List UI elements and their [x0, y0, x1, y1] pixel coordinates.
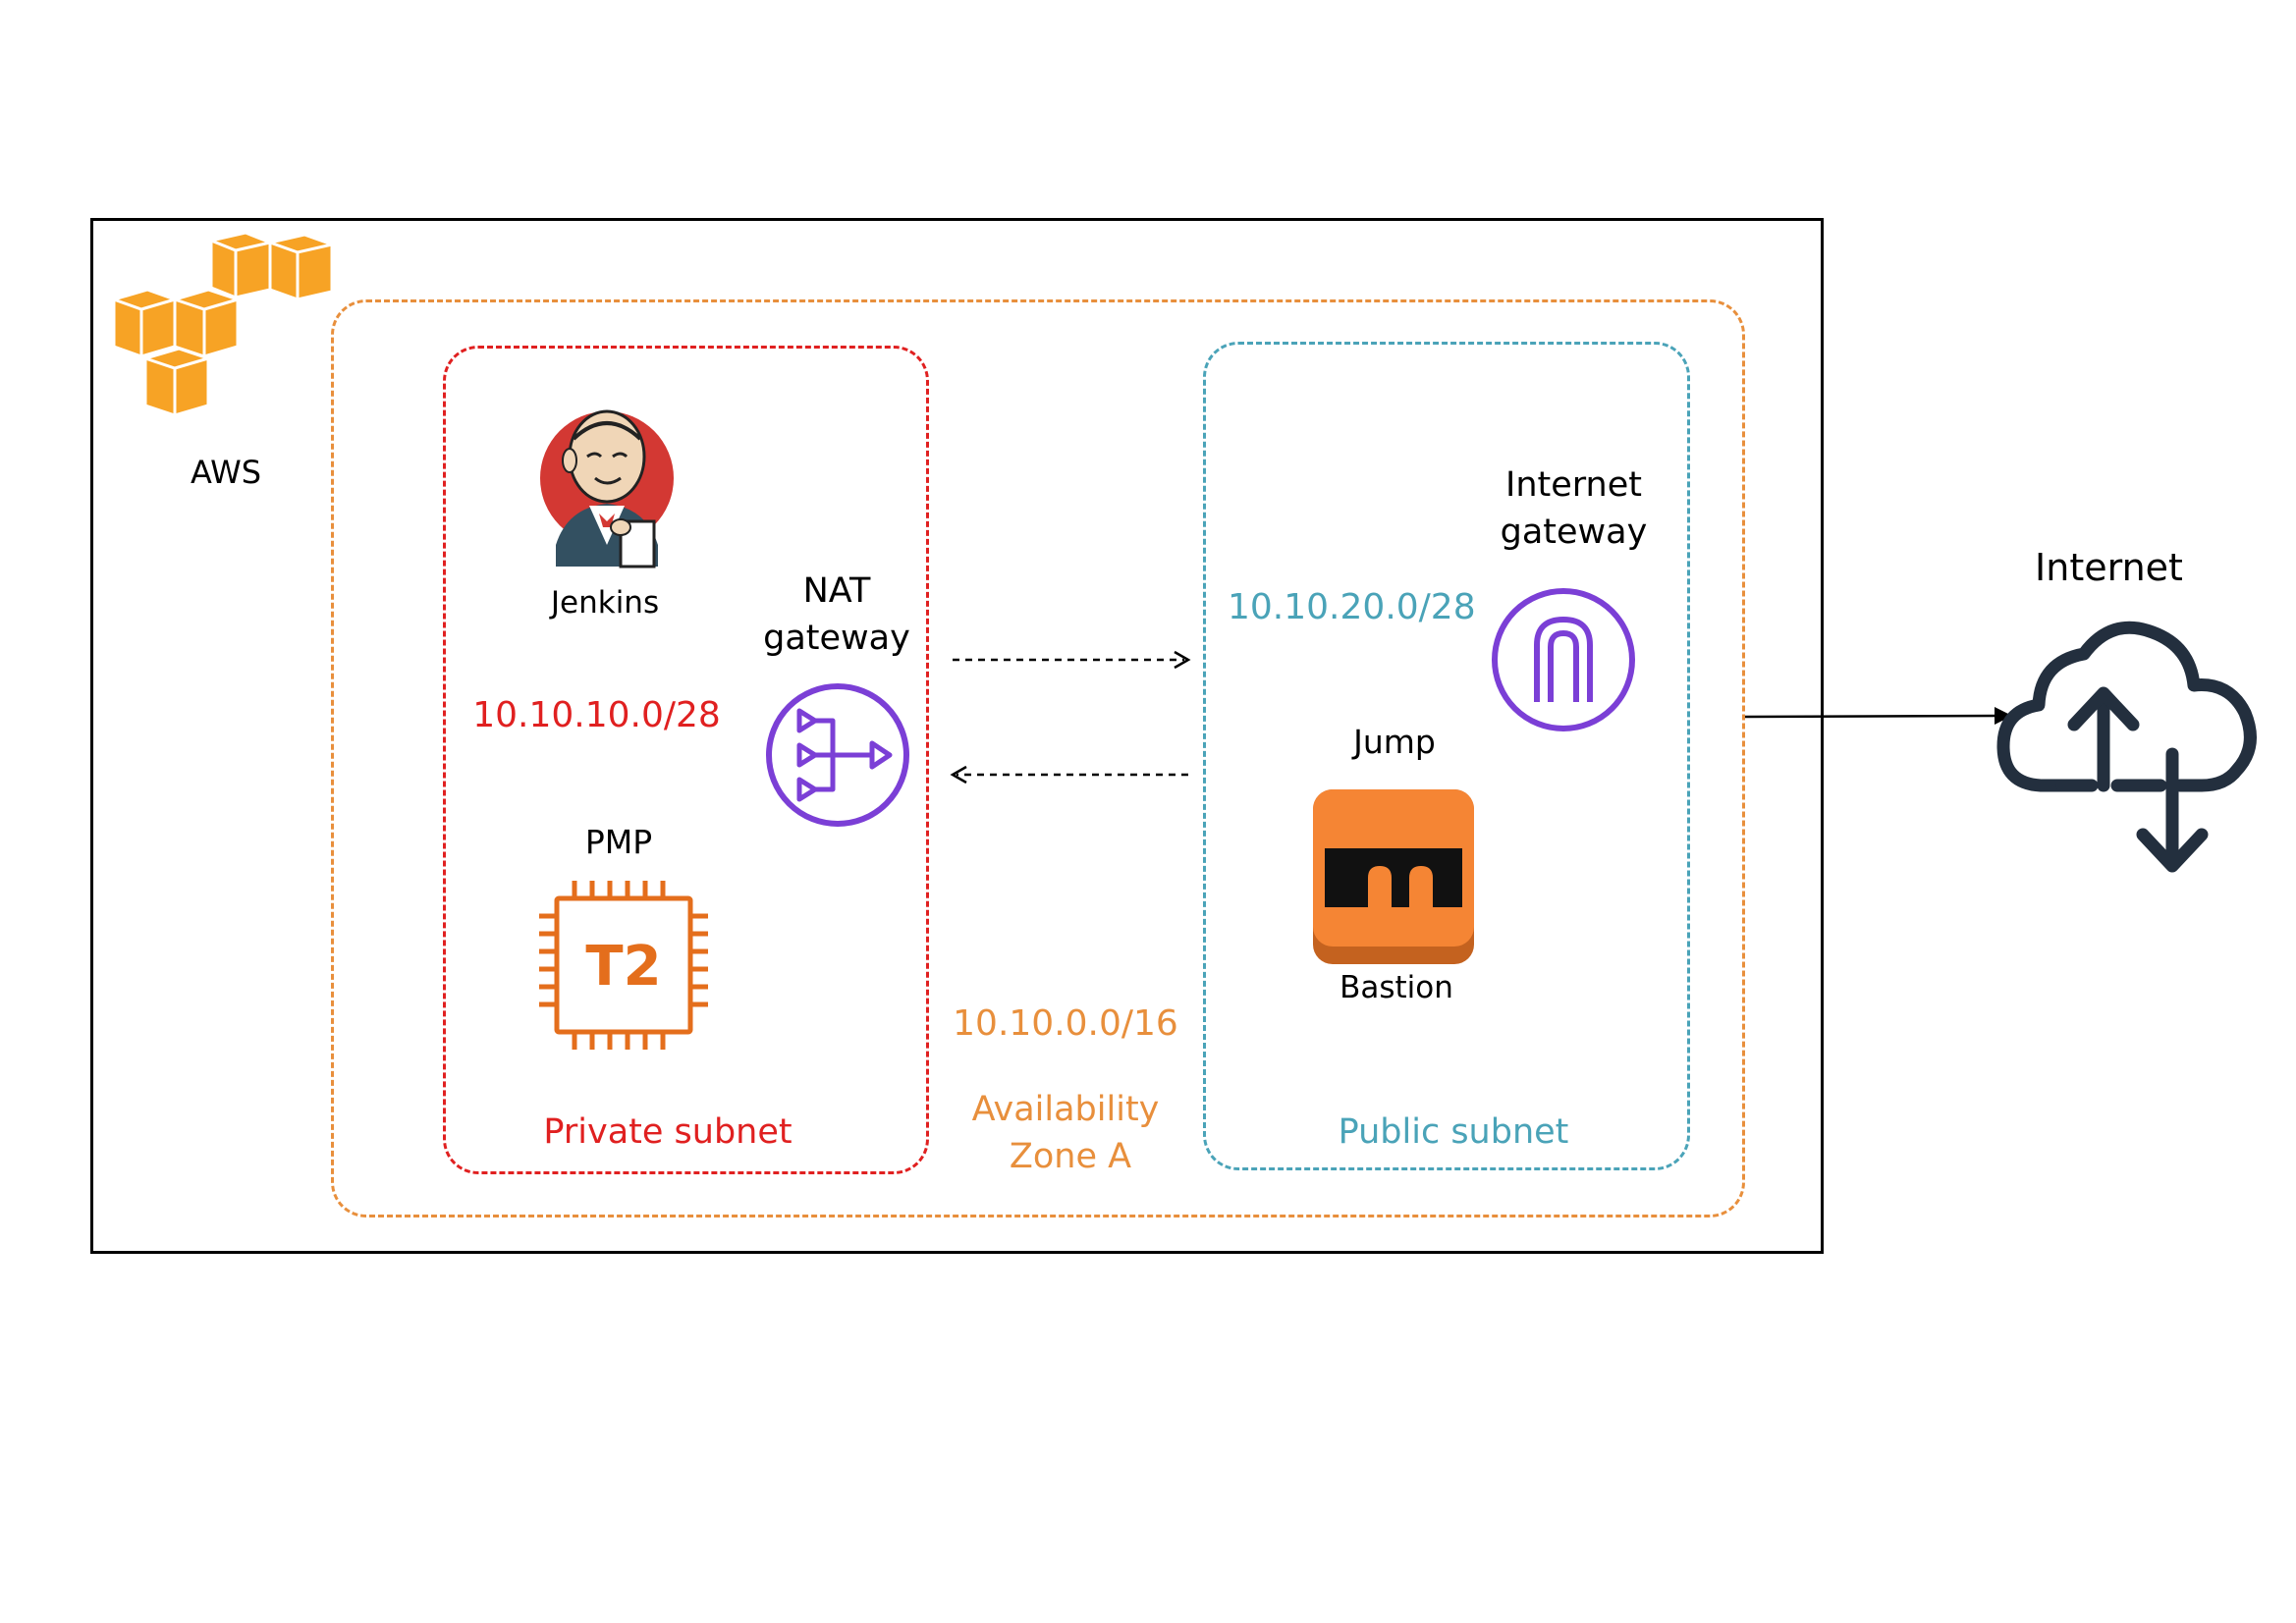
ec2-chip-text: T2 — [585, 935, 661, 999]
pmp-label: PMP — [584, 823, 653, 861]
aws-logo-icon — [112, 231, 334, 417]
ec2-t2-chip-icon: T2 — [539, 881, 708, 1050]
bastion-host-icon — [1313, 789, 1474, 964]
internet-label: Internet — [2035, 546, 2183, 589]
availability-zone-label-line1: Availability — [971, 1090, 1160, 1129]
public-subnet-label: Public subnet — [1338, 1112, 1569, 1152]
internet-gateway-label-line1: Internet — [1505, 465, 1642, 505]
internet-cloud-icon — [1996, 621, 2257, 873]
nat-gateway-label-line2: gateway — [763, 619, 910, 658]
aws-account-box — [90, 218, 1824, 1254]
nat-gateway-icon — [766, 683, 909, 827]
availability-zone-label-line2: Zone A — [1009, 1137, 1132, 1176]
private-subnet-label: Private subnet — [543, 1112, 793, 1152]
bastion-label: Bastion — [1339, 970, 1453, 1005]
public-subnet-cidr: 10.10.20.0/28 — [1228, 587, 1476, 627]
jenkins-label: Jenkins — [550, 585, 660, 621]
jenkins-icon — [540, 409, 674, 568]
availability-zone-cidr: 10.10.0.0/16 — [953, 1003, 1178, 1044]
jump-label: Jump — [1353, 723, 1436, 761]
private-subnet-box — [443, 346, 929, 1174]
internet-gateway-label-line2: gateway — [1500, 513, 1648, 552]
aws-label: AWS — [190, 454, 262, 491]
nat-gateway-label-line1: NAT — [802, 571, 871, 611]
nat-traffic-arrows — [950, 650, 1191, 784]
private-subnet-cidr: 10.10.10.0/28 — [472, 695, 721, 735]
internet-connection-arrow — [1744, 707, 2012, 725]
availability-zone-box — [331, 299, 1745, 1217]
public-subnet-box — [1203, 342, 1690, 1170]
internet-gateway-icon — [1492, 588, 1635, 731]
